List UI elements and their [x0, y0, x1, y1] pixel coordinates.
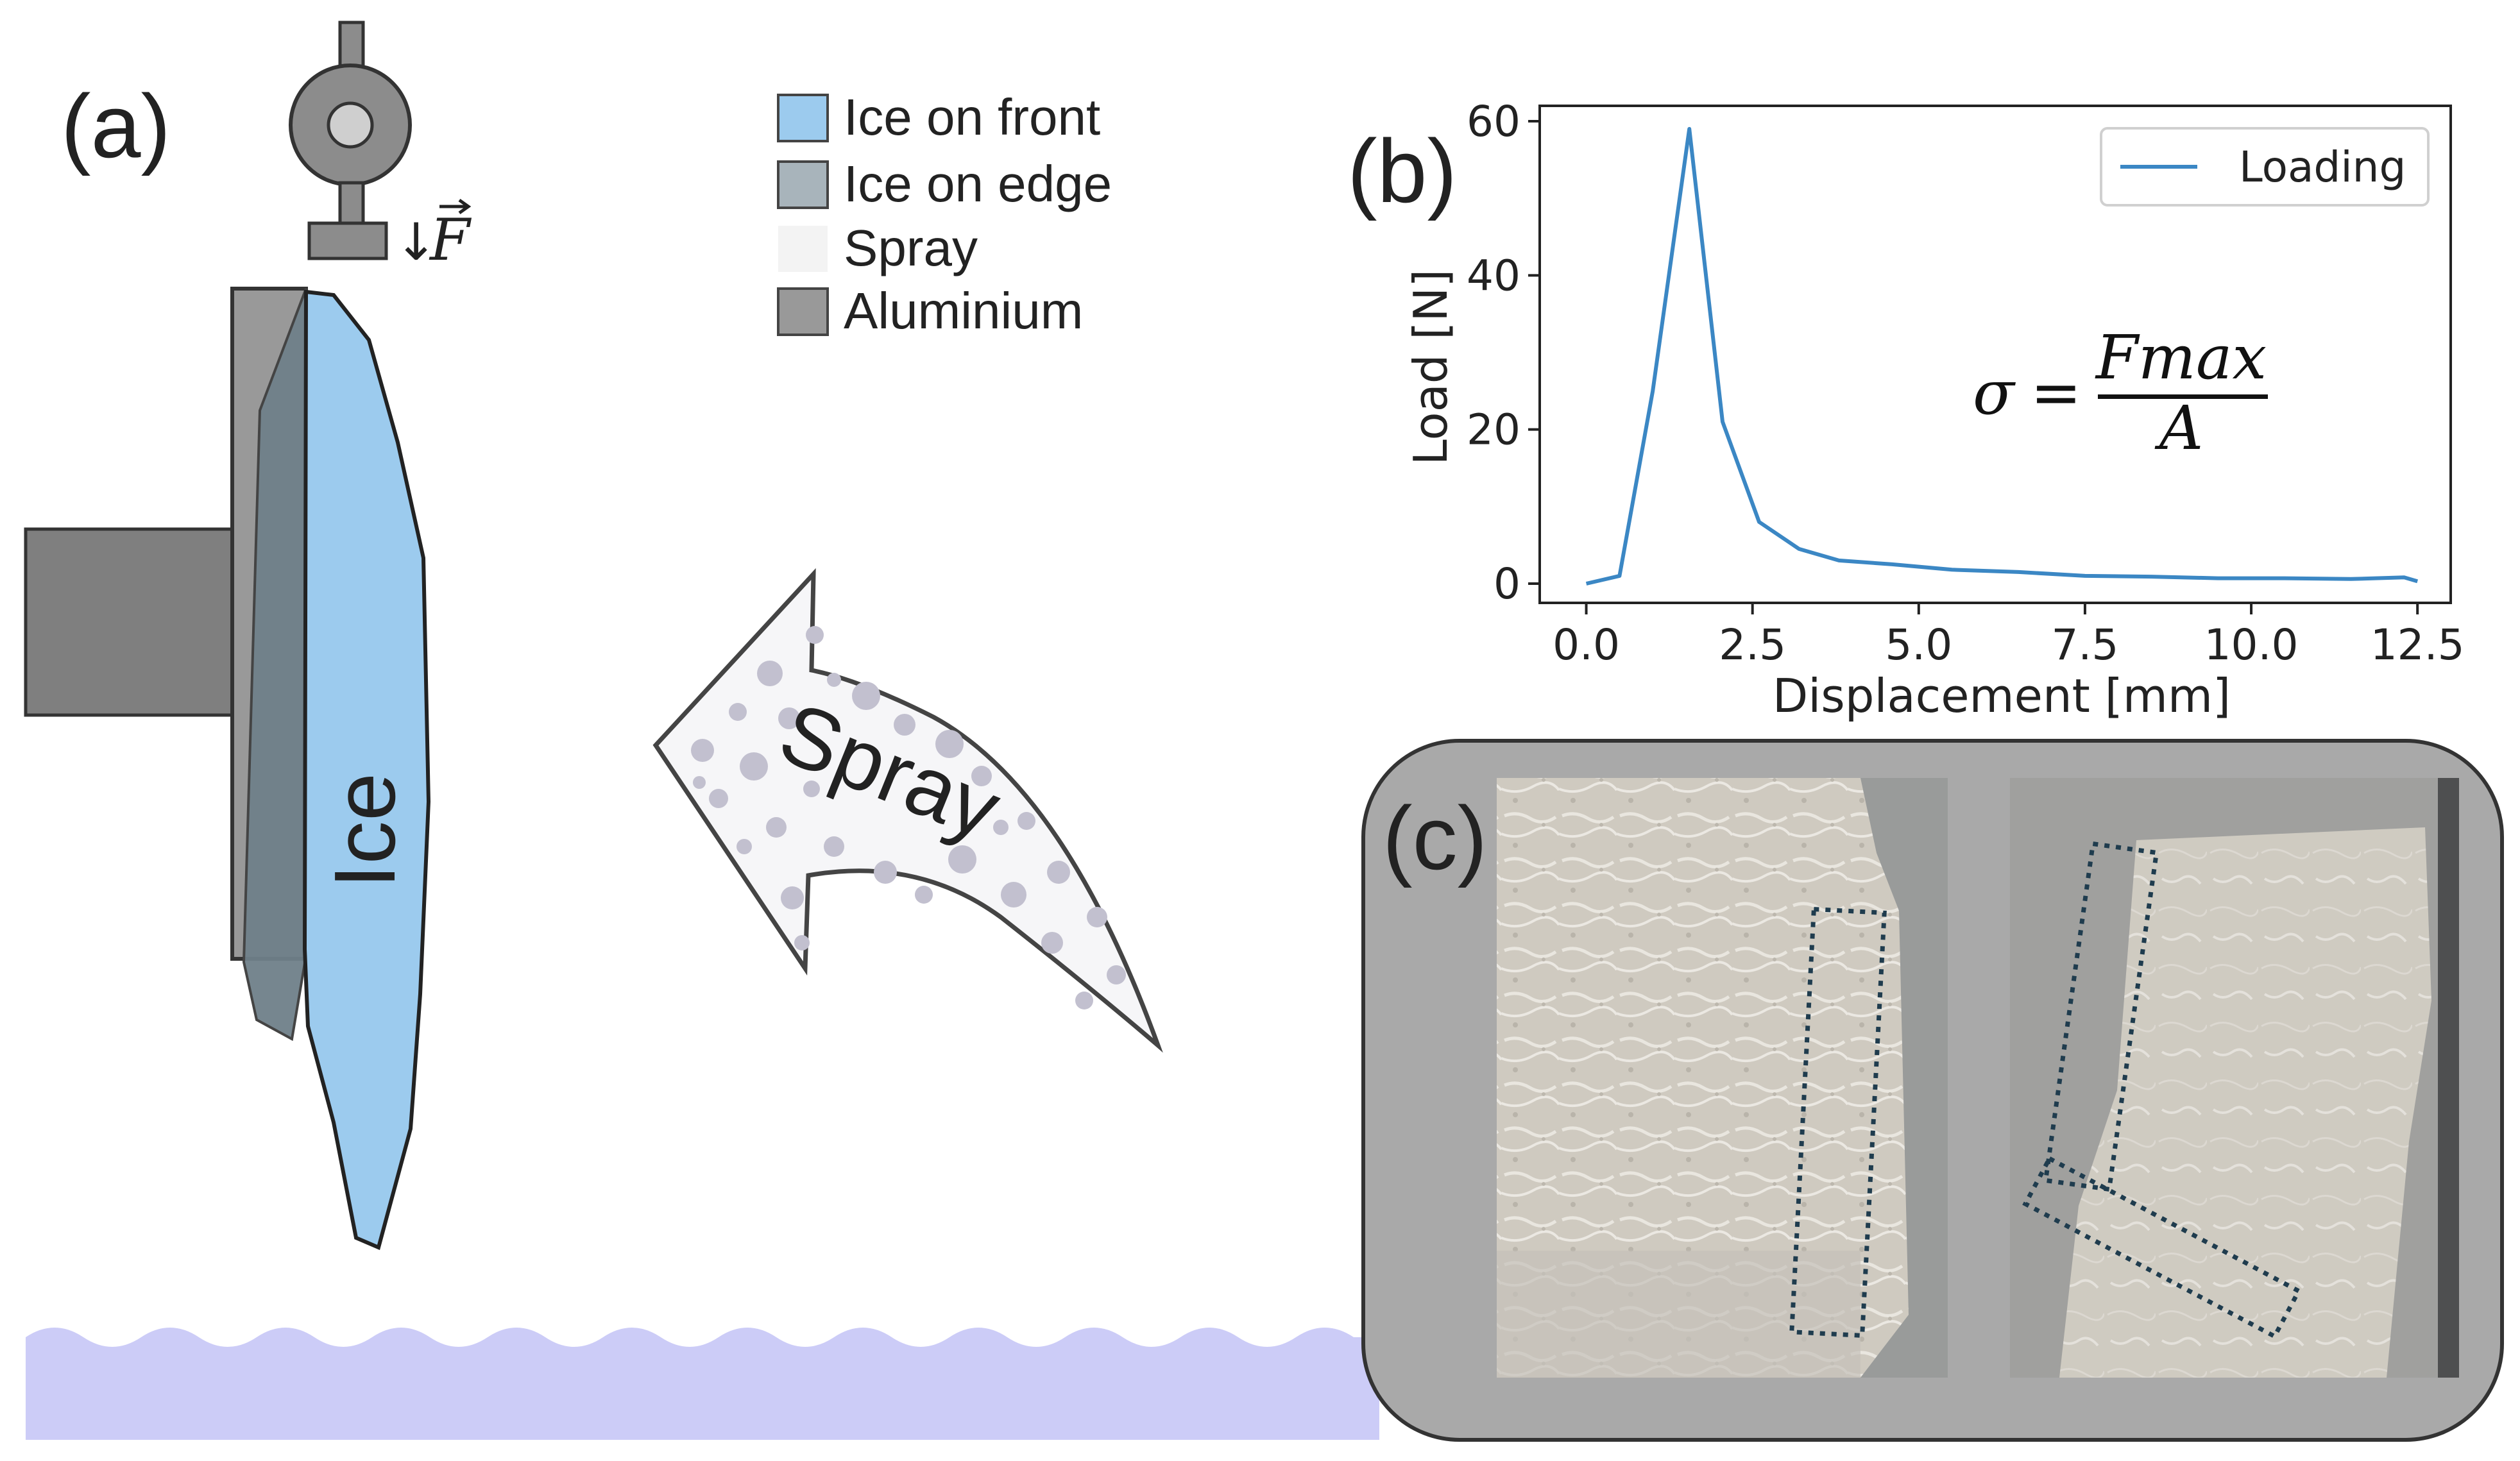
y-tick-label: 60: [1467, 97, 1520, 146]
formula-denominator: A: [2154, 393, 2204, 464]
formula-numerator: Fmax: [2095, 323, 2267, 393]
ice-label: Ice: [316, 773, 413, 888]
photo-left-highlight-box: [1789, 906, 1887, 1339]
photo-right-highlight-box-vertical: [2043, 841, 2159, 1192]
spray-arrow: Spray: [652, 568, 1163, 1053]
load-sensor: [289, 21, 412, 260]
x-tick-label: 7.5: [2051, 620, 2118, 670]
legend-swatch-aluminium: [777, 287, 829, 336]
formula-fraction-bar: [2098, 394, 2268, 399]
y-tick-label: 40: [1467, 251, 1520, 300]
panel-b: (b) 0.0 2.5 5.0 7.5 10.0 12.5 0 20 40 60Displacem…: [1347, 97, 2465, 723]
legend-swatch-ice-front: [777, 94, 829, 142]
panel-a: Ice ↓ F (a) Ice on front Ice on edge Spr…: [24, 21, 1379, 1440]
force-arrow-icon: ↓: [395, 212, 438, 272]
y-tick-label: 0: [1494, 559, 1520, 609]
formula-sigma: σ: [1973, 358, 2016, 428]
photo-right-highlight-box-diagonal: [2022, 1155, 2302, 1340]
legend-label-ice-front: Ice on front: [844, 89, 1100, 146]
photo-right: [2010, 778, 2459, 1378]
legend-label-aluminium: Aluminium: [844, 282, 1083, 339]
x-tick-label: 12.5: [2371, 620, 2465, 670]
x-tick-label: 0.0: [1553, 620, 1620, 670]
legend: Ice on front Ice on edge Spray Aluminium: [777, 89, 1112, 339]
panel-b-label: (b): [1347, 121, 1457, 221]
y-axis-label: Load [N]: [1404, 269, 1458, 466]
panel-c-label: (c): [1383, 788, 1487, 888]
series-line-loading: [1585, 127, 2419, 586]
ice-on-front: [302, 289, 431, 1251]
panel-a-label: (a): [61, 76, 171, 176]
chart-legend-label: Loading: [2239, 142, 2406, 192]
aluminium-arm: [24, 527, 236, 717]
legend-label-ice-edge: Ice on edge: [844, 155, 1112, 212]
x-tick-label: 2.5: [1719, 620, 1786, 670]
x-axis-label: Displacement [mm]: [1773, 669, 2231, 723]
water: [26, 1328, 1379, 1440]
legend-swatch-spray: [778, 226, 828, 272]
load-displacement-chart: 0.0 2.5 5.0 7.5 10.0 12.5 0 20 40 60Displacement …: [1404, 97, 2465, 723]
vector-arrow-icon: [439, 198, 472, 215]
y-tick-label: 20: [1467, 405, 1520, 455]
panel-c: (c): [1361, 739, 2504, 1442]
photo-left: [1497, 778, 1948, 1378]
x-tick-label: 10.0: [2204, 620, 2299, 670]
chart-legend-box: [2100, 127, 2430, 207]
stress-formula: σ = Fmax A: [1973, 323, 2268, 464]
legend-label-spray: Spray: [844, 219, 978, 276]
force-label: F: [429, 207, 472, 274]
x-tick-label: 5.0: [1885, 620, 1952, 670]
formula-equals: =: [2030, 358, 2082, 428]
plot-frame: [1538, 105, 2452, 604]
legend-swatch-ice-edge: [777, 160, 829, 209]
